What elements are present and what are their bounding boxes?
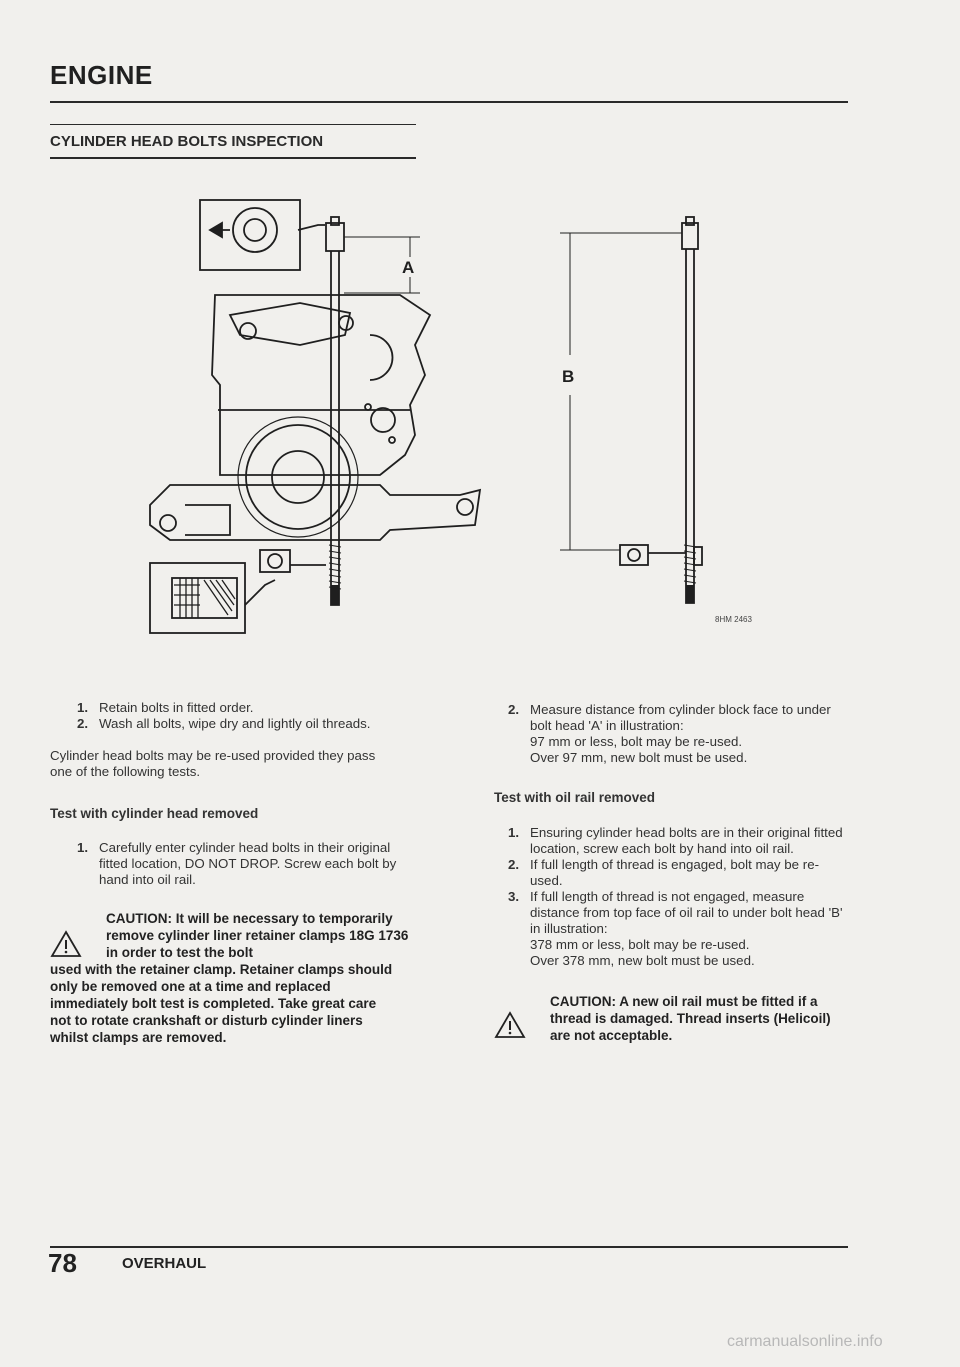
footer-section-label: OVERHAUL (122, 1255, 207, 1272)
step-item: 2. If full length of thread is engaged, … (508, 857, 849, 889)
bolt-a (325, 216, 345, 606)
caution-lead-text: CAUTION: It will be necessary to tempora… (106, 911, 409, 960)
page-number: 78 (48, 1248, 77, 1278)
section-title: CYLINDER HEAD BOLTS INSPECTION (50, 133, 324, 150)
subheading-oil-rail-removed: Test with oil rail removed (494, 790, 656, 805)
step-number: 2. (77, 716, 89, 731)
step-text: Wash all bolts, wipe dry and lightly oil… (99, 716, 371, 731)
header-rule (50, 101, 848, 103)
section-rule-top (50, 124, 416, 125)
step-item: 3. If full length of thread is not engag… (508, 889, 849, 969)
engine-block (149, 294, 482, 573)
figure-code: 8HM 2463 (715, 615, 752, 624)
page-header-title: ENGINE (50, 60, 153, 90)
caution-block-left: CAUTION: It will be necessary to tempora… (50, 910, 410, 1046)
step-text: If full length of thread is not engaged,… (530, 889, 843, 936)
caution-rest-text: used with the retainer clamp. Retainer c… (50, 962, 393, 1045)
step-item: 1. Carefully enter cylinder head bolts i… (77, 840, 421, 888)
step-item: 1. Retain bolts in fitted order. (77, 700, 410, 716)
step-line: 378 mm or less, bolt may be re-used. (530, 937, 750, 952)
step-line: Over 378 mm, new bolt must be used. (530, 953, 755, 968)
step-item: 2. Measure distance from cylinder block … (508, 702, 849, 766)
step-number: 3. (508, 889, 520, 904)
step-number: 1. (508, 825, 520, 840)
dimension-label-b: B (562, 367, 574, 386)
left-column: 1. Retain bolts in fitted order. 2. Wash… (50, 700, 410, 1046)
caution-text: CAUTION: A new oil rail must be fitted i… (550, 994, 831, 1043)
step-number: 1. (77, 700, 89, 715)
bolt-b (681, 216, 699, 604)
oil-rail-section (619, 544, 703, 566)
torx-socket-icon (199, 199, 325, 271)
step-text: Carefully enter cylinder head bolts in t… (99, 840, 397, 887)
step-text: If full length of thread is engaged, bol… (530, 857, 820, 888)
bolt-inspection-illustration: A B (149, 199, 703, 634)
step-text: Ensuring cylinder head bolts are in thei… (530, 825, 843, 856)
dimension-label-a: A (402, 258, 414, 277)
step-item: 1. Ensuring cylinder head bolts are in t… (508, 825, 849, 857)
step-item: 2. Wash all bolts, wipe dry and lightly … (77, 716, 410, 732)
step-number: 2. (508, 702, 520, 717)
step-number: 1. (77, 840, 89, 855)
step-number: 2. (508, 857, 520, 872)
thread-detail-inset (149, 562, 276, 634)
step-text: Retain bolts in fitted order. (99, 700, 254, 715)
caution-block-right: CAUTION: A new oil rail must be fitted i… (494, 993, 850, 1044)
footer-rule (50, 1246, 848, 1248)
right-column: 2. Measure distance from cylinder block … (494, 702, 849, 1044)
warning-triangle-icon (50, 930, 82, 957)
warning-triangle-icon (494, 1011, 526, 1038)
step-line: Over 97 mm, new bolt must be used. (530, 750, 748, 765)
section-rule-bottom (50, 157, 416, 159)
intro-paragraph: Cylinder head bolts may be re-used provi… (50, 748, 376, 779)
site-watermark: carmanualsonline.info (727, 1333, 883, 1350)
step-text: Measure distance from cylinder block fac… (530, 702, 831, 733)
subheading-head-removed: Test with cylinder head removed (50, 806, 259, 821)
step-line: 97 mm or less, bolt may be re-used. (530, 734, 743, 749)
